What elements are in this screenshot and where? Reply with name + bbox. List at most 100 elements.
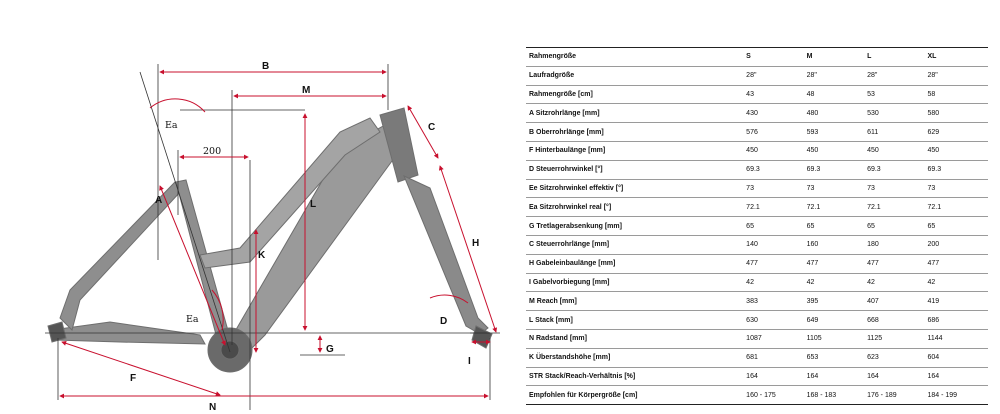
row-value: 576: [746, 122, 807, 142]
bike-geometry-diagram: B M C Ea 200 A L K H Ea D G F I N: [45, 61, 500, 413]
row-value: 611: [867, 122, 928, 142]
row-value: 65: [927, 216, 988, 236]
row-value: 686: [927, 310, 988, 330]
dim-label-f: F: [130, 373, 136, 384]
row-label: L Stack [mm]: [526, 310, 747, 330]
row-label: Rahmengröße [cm]: [526, 85, 747, 105]
row-value: 395: [806, 291, 868, 312]
row-value: 477: [806, 254, 868, 274]
row-value: 65: [867, 216, 928, 236]
row-value: 477: [746, 254, 807, 274]
row-label: Laufradgröße: [526, 66, 747, 86]
dim-label-ea-low: Ea: [186, 314, 199, 325]
dim-label-200: 200: [203, 146, 221, 157]
dim-label-i: I: [468, 356, 471, 367]
row-value: 72.1: [746, 197, 807, 218]
row-label: G Tretlagerabsenkung [mm]: [526, 216, 747, 236]
row-value: 653: [806, 348, 868, 368]
row-value: 629: [927, 122, 988, 142]
row-value: 1125: [867, 329, 928, 349]
row-value: 69.3: [806, 160, 868, 180]
dim-label-ea-top: Ea: [165, 120, 178, 131]
row-label: F Hinterbaulänge [mm]: [526, 141, 747, 161]
row-value: 477: [867, 254, 928, 274]
row-value: 1144: [927, 329, 988, 349]
row-value: 419: [927, 291, 988, 312]
row-value: 530: [867, 103, 928, 124]
row-value: 164: [806, 367, 868, 387]
row-value: M: [806, 47, 868, 67]
row-label: B Oberrohrlänge [mm]: [526, 122, 747, 142]
row-value: 65: [806, 216, 868, 236]
row-value: 480: [806, 103, 868, 124]
row-value: 180: [867, 235, 928, 255]
row-value: 430: [746, 103, 807, 124]
row-value: 42: [927, 273, 988, 293]
row-value: 58: [927, 85, 988, 105]
row-value: 72.1: [806, 197, 868, 218]
bike-frame: [47, 107, 493, 373]
dimension-lines: [59, 69, 498, 399]
row-value: 160 - 175: [746, 385, 807, 406]
row-label: C Steuerrohrlänge [mm]: [526, 235, 747, 255]
row-label: A Sitzrohrlänge [mm]: [526, 103, 747, 124]
row-value: 164: [746, 367, 807, 387]
row-value: S: [746, 47, 807, 67]
row-value: 65: [746, 216, 807, 236]
row-value: 73: [927, 179, 988, 199]
row-value: 580: [927, 103, 988, 124]
row-value: 28": [806, 66, 868, 86]
row-value: 623: [867, 348, 928, 368]
row-value: 73: [746, 179, 807, 199]
row-value: 450: [746, 141, 807, 161]
row-value: 668: [867, 310, 928, 330]
row-value: 69.3: [927, 160, 988, 180]
row-value: 72.1: [867, 197, 928, 218]
row-value: 73: [867, 179, 928, 199]
dim-label-l: L: [310, 199, 316, 210]
row-value: 450: [867, 141, 928, 161]
dim-label-b: B: [262, 61, 269, 72]
row-value: 72.1: [927, 197, 988, 218]
row-value: 160: [806, 235, 868, 255]
dim-label-d: D: [440, 316, 447, 327]
row-value: 48: [806, 85, 868, 105]
dim-label-h: H: [472, 238, 479, 249]
row-label: STR Stack/Reach-Verhältnis [%]: [526, 367, 747, 387]
row-value: 28": [867, 66, 928, 86]
row-value: 53: [867, 85, 928, 105]
row-value: 407: [867, 291, 928, 312]
row-label: H Gabeleinbaulänge [mm]: [526, 254, 747, 274]
row-label: Rahmengröße: [526, 47, 747, 67]
row-value: 28": [927, 66, 988, 86]
row-label: Ea Sitzrohrwinkel real [°]: [526, 197, 747, 218]
row-value: 28": [746, 66, 807, 86]
row-value: 1087: [746, 329, 807, 349]
row-value: 168 - 183: [806, 385, 868, 406]
row-value: 43: [746, 85, 807, 105]
row-value: 176 - 189: [867, 385, 928, 406]
row-value: 140: [746, 235, 807, 255]
row-label: I Gabelvorbiegung [mm]: [526, 273, 747, 293]
dim-label-c: C: [428, 122, 435, 133]
dim-label-a: A: [155, 195, 162, 206]
row-value: 200: [927, 235, 988, 255]
row-value: 630: [746, 310, 807, 330]
row-value: 42: [806, 273, 868, 293]
row-value: 649: [806, 310, 868, 330]
row-value: 477: [927, 254, 988, 274]
